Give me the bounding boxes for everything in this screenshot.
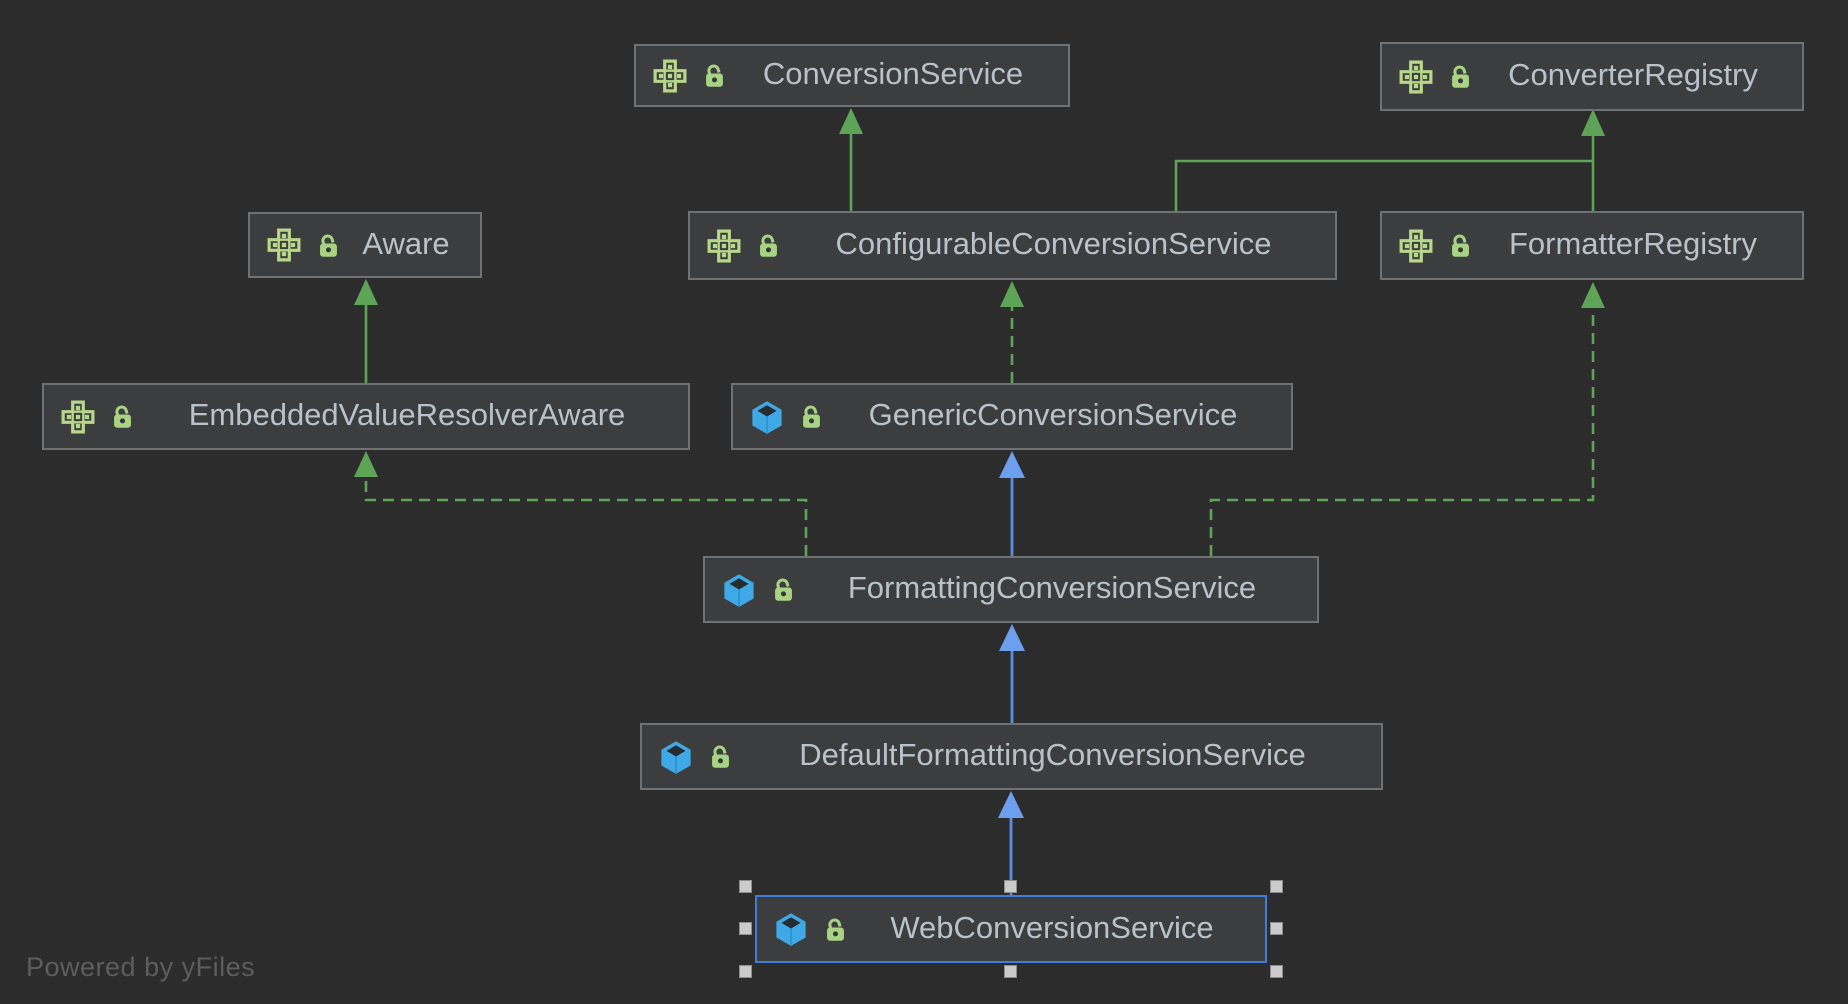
class-icon bbox=[658, 739, 694, 775]
selection-handle-bottom-right[interactable] bbox=[1270, 965, 1283, 978]
lock-icon bbox=[108, 403, 136, 431]
selection-handle-bottom-middle[interactable] bbox=[1004, 965, 1017, 978]
lock-icon bbox=[769, 576, 797, 604]
selection-handle-top-right[interactable] bbox=[1270, 880, 1283, 893]
node-label: WebConversionService bbox=[890, 909, 1214, 945]
selection-handle-middle-right[interactable] bbox=[1270, 922, 1283, 935]
interface-icon bbox=[652, 58, 688, 94]
interface-icon bbox=[706, 228, 742, 264]
node-formatting-conversion-service[interactable]: FormattingConversionService bbox=[703, 556, 1319, 623]
node-aware[interactable]: Aware bbox=[248, 212, 482, 278]
lock-icon bbox=[797, 403, 825, 431]
edge-configurable-extends-converterregistry[interactable] bbox=[1174, 159, 1592, 211]
edge-formatterregistry-extends-converterregistry[interactable] bbox=[1581, 109, 1605, 211]
node-label: ConverterRegistry bbox=[1508, 57, 1758, 92]
class-icon bbox=[773, 911, 809, 947]
selection-handle-top-middle[interactable] bbox=[1004, 880, 1017, 893]
lock-icon bbox=[700, 62, 728, 90]
node-conversion-service[interactable]: ConversionService bbox=[634, 44, 1070, 107]
edge-formattingconversionservice-implements-formatterregistry[interactable] bbox=[1209, 282, 1605, 556]
node-label: ConfigurableConversionService bbox=[835, 226, 1272, 261]
selection-handle-middle-left[interactable] bbox=[739, 922, 752, 935]
node-formatter-registry[interactable]: FormatterRegistry bbox=[1380, 211, 1804, 280]
node-label: Aware bbox=[362, 225, 450, 261]
interface-icon bbox=[1398, 228, 1434, 264]
class-icon bbox=[721, 572, 757, 608]
interface-icon bbox=[1398, 59, 1434, 95]
node-generic-conversion-service[interactable]: GenericConversionService bbox=[731, 383, 1293, 450]
lock-icon bbox=[821, 915, 849, 943]
lock-icon bbox=[1446, 232, 1474, 260]
edge-formattingconversionservice-extends-genericconversionservice[interactable] bbox=[999, 451, 1025, 556]
node-embedded-value-resolver-aware[interactable]: EmbeddedValueResolverAware bbox=[42, 383, 690, 450]
interface-icon bbox=[266, 227, 302, 263]
node-label: ConversionService bbox=[762, 56, 1024, 91]
edge-genericconversionservice-implements-configurable[interactable] bbox=[1000, 281, 1024, 383]
node-label: DefaultFormattingConversionService bbox=[799, 737, 1306, 772]
yfiles-watermark: Powered by yFiles bbox=[26, 952, 256, 982]
edge-embeddedvalueresolveraware-extends-aware[interactable] bbox=[354, 279, 378, 383]
class-icon bbox=[749, 399, 785, 435]
edge-defaultformattingconversionservice-extends-formattingconversionservice[interactable] bbox=[999, 624, 1025, 723]
node-label: GenericConversionService bbox=[868, 397, 1238, 432]
node-configurable-conversion-service[interactable]: ConfigurableConversionService bbox=[688, 211, 1337, 280]
edge-formattingconversionservice-implements-embeddedvalueresolveraware[interactable] bbox=[354, 451, 808, 556]
interface-icon bbox=[60, 399, 96, 435]
node-web-conversion-service[interactable]: WebConversionService bbox=[739, 880, 1283, 978]
lock-icon bbox=[754, 232, 782, 260]
lock-icon bbox=[314, 231, 342, 259]
node-converter-registry[interactable]: ConverterRegistry bbox=[1380, 42, 1804, 111]
lock-icon bbox=[1446, 63, 1474, 91]
node-label: FormattingConversionService bbox=[847, 570, 1257, 605]
node-default-formatting-conversion-service[interactable]: DefaultFormattingConversionService bbox=[640, 723, 1383, 790]
selection-handle-bottom-left[interactable] bbox=[739, 965, 752, 978]
node-label: FormatterRegistry bbox=[1508, 226, 1758, 261]
node-label: EmbeddedValueResolverAware bbox=[188, 397, 626, 432]
edge-configurable-extends-conversionservice[interactable] bbox=[839, 108, 863, 211]
selection-handle-top-left[interactable] bbox=[739, 880, 752, 893]
lock-icon bbox=[706, 743, 734, 771]
